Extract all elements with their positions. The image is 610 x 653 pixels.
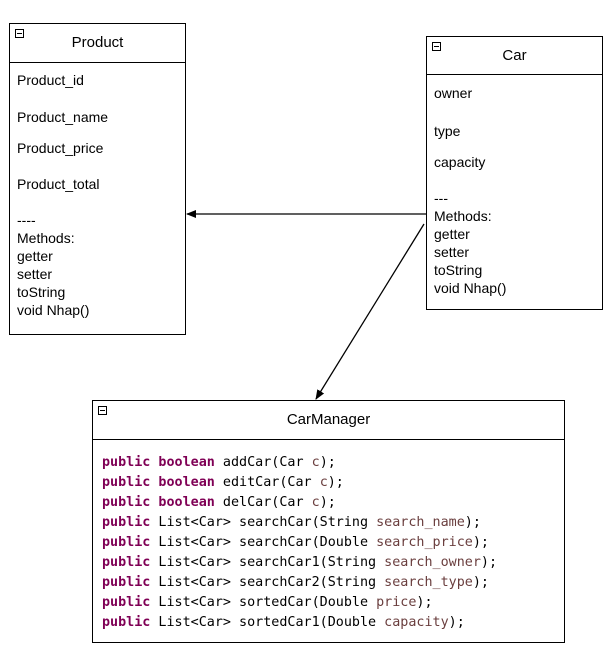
carmanager-method-line: public List<Car> searchCar(String search… — [102, 513, 497, 533]
product-methods: ---- Methods: getter setter toString voi… — [17, 212, 90, 318]
method-parameter: c — [311, 455, 320, 470]
product-class-header: Product — [10, 24, 185, 63]
carmanager-method-line: public boolean delCar(Car c); — [102, 493, 497, 513]
method-keyword: public — [102, 595, 151, 610]
carmanager-method-line: public boolean editCar(Car c); — [102, 473, 497, 493]
carmanager-class-header: CarManager — [93, 401, 564, 440]
method-signature: List<Car> searchCar(Double — [150, 535, 377, 550]
car-attribute-type: type — [434, 123, 461, 139]
method-parameter: search_price — [376, 535, 473, 550]
car-class-title: Car — [502, 47, 527, 64]
method-end: ); — [319, 455, 336, 470]
method-end: ); — [448, 615, 465, 630]
method-signature: List<Car> sortedCar(Double — [150, 595, 377, 610]
method-end: ); — [472, 575, 489, 590]
method-parameter: search_name — [376, 515, 465, 530]
car-attribute-owner: owner — [434, 85, 473, 101]
product-class-title: Product — [71, 34, 124, 51]
method-signature: editCar(Car — [214, 475, 320, 490]
method-end: ); — [472, 535, 489, 550]
product-attribute-price: Product_price — [17, 140, 104, 156]
method-parameter: search_type — [384, 575, 473, 590]
method-keyword: public — [102, 515, 151, 530]
carmanager-method-line: public List<Car> searchCar(Double search… — [102, 533, 497, 553]
method-keyword: public boolean — [102, 475, 215, 490]
product-attribute-name: Product_name — [17, 109, 109, 125]
method-keyword: public — [102, 575, 151, 590]
collapse-icon[interactable] — [15, 29, 24, 38]
method-end: ); — [319, 495, 336, 510]
method-keyword: public — [102, 535, 151, 550]
carmanager-class[interactable]: CarManager public boolean addCar(Car c);… — [92, 400, 565, 643]
method-parameter: search_owner — [384, 555, 481, 570]
car-class-header: Car — [427, 37, 602, 75]
collapse-icon[interactable] — [432, 42, 441, 51]
method-signature: List<Car> searchCar(String — [150, 515, 377, 530]
method-parameter: capacity — [384, 615, 449, 630]
method-end: ); — [480, 555, 498, 570]
method-signature: delCar(Car — [214, 495, 312, 510]
carmanager-method-line: public List<Car> sortedCar(Double price)… — [102, 593, 497, 613]
carmanager-method-line: public List<Car> searchCar2(String searc… — [102, 573, 497, 593]
carmanager-methods: public boolean addCar(Car c);public bool… — [102, 453, 497, 633]
method-end: ); — [416, 595, 433, 610]
method-keyword: public — [102, 555, 151, 570]
product-class[interactable]: Product Product_id Product_name Product_… — [9, 23, 186, 335]
method-parameter: c — [319, 475, 328, 490]
method-end: ); — [327, 475, 344, 490]
collapse-icon[interactable] — [98, 406, 107, 415]
method-keyword: public — [102, 615, 151, 630]
car-class[interactable]: Car owner type capacity --- Methods: get… — [426, 36, 603, 310]
method-signature: List<Car> sortedCar1(Double — [150, 615, 385, 630]
method-signature: List<Car> searchCar1(String — [150, 555, 385, 570]
method-parameter: price — [376, 595, 417, 610]
carmanager-method-line: public List<Car> searchCar1(String searc… — [102, 553, 497, 573]
product-attribute-total: Product_total — [17, 176, 100, 192]
carmanager-class-title: CarManager — [286, 411, 371, 428]
method-keyword: public boolean — [102, 495, 215, 510]
carmanager-method-line: public boolean addCar(Car c); — [102, 453, 497, 473]
carmanager-method-line: public List<Car> sortedCar1(Double capac… — [102, 613, 497, 633]
method-signature: List<Car> searchCar2(String — [150, 575, 385, 590]
car-attribute-capacity: capacity — [434, 154, 486, 170]
method-parameter: c — [311, 495, 320, 510]
method-end: ); — [464, 515, 481, 530]
method-keyword: public boolean — [102, 455, 215, 470]
method-signature: addCar(Car — [214, 455, 312, 470]
product-attribute-id: Product_id — [17, 72, 84, 88]
car-to-carmanager-arrow — [315, 223, 425, 400]
car-methods: --- Methods: getter setter toString void… — [434, 190, 507, 296]
